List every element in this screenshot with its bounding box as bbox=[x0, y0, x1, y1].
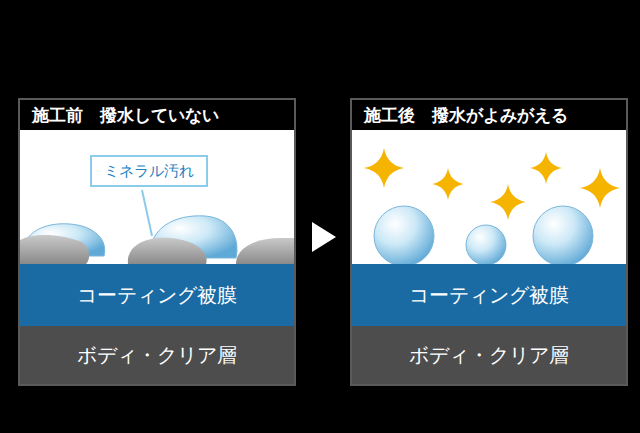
leader-line bbox=[142, 190, 152, 236]
arrow-connector bbox=[300, 236, 336, 238]
body-band: ボディ・クリア層 bbox=[352, 326, 626, 384]
panel-heading: 施工後 撥水がよみがえる bbox=[352, 100, 626, 130]
callout-box: ミネラル汚れ bbox=[90, 155, 208, 187]
node-label: コーティング被膜 bbox=[77, 282, 237, 309]
panel-ground bbox=[20, 130, 294, 264]
node-label: ボディ・クリア層 bbox=[77, 342, 237, 369]
node-label: コーティング被膜 bbox=[409, 282, 569, 309]
body-band: ボディ・クリア層 bbox=[20, 326, 294, 384]
panel: 施工後 撥水がよみがえるコーティング被膜ボディ・クリア層 bbox=[350, 98, 628, 386]
node-label: ボディ・クリア層 bbox=[409, 342, 569, 369]
panel-heading: 施工前 撥水していない bbox=[20, 100, 294, 130]
panel: 施工前 撥水していないコーティング被膜ボディ・クリア層 ミネラル汚れ bbox=[18, 98, 296, 386]
coating-band: コーティング被膜 bbox=[20, 264, 294, 326]
coating-band: コーティング被膜 bbox=[352, 264, 626, 326]
bead-droplets bbox=[374, 206, 593, 266]
sparkles bbox=[364, 148, 620, 220]
node-label: ミネラル汚れ bbox=[104, 162, 194, 181]
mineral-stains bbox=[20, 235, 294, 264]
